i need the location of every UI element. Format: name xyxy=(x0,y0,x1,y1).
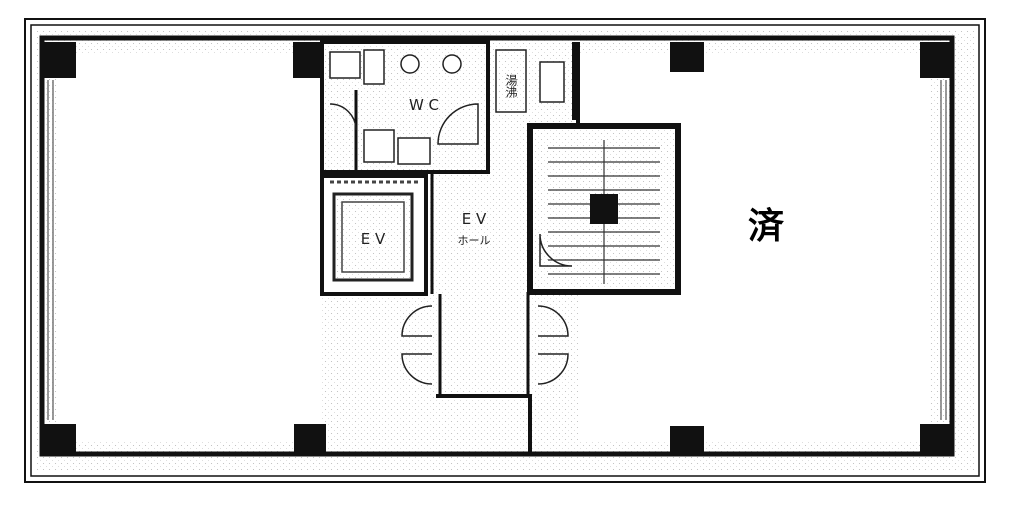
elevator-car xyxy=(332,192,414,282)
wc-fixture-4 xyxy=(397,137,431,165)
wc-toilet-2 xyxy=(442,54,462,74)
column-top-right xyxy=(920,42,952,78)
column-top-right-inner xyxy=(670,42,704,72)
window-right xyxy=(940,80,947,420)
elevator-label: E V xyxy=(361,230,386,248)
column-top-left xyxy=(42,42,76,78)
kitchen-room xyxy=(495,49,527,113)
elevator-cab xyxy=(341,201,405,273)
door-right-pair xyxy=(537,305,569,385)
wc-door-swing xyxy=(437,103,479,145)
stair-newel xyxy=(590,194,618,224)
wc-toilet-1 xyxy=(400,54,420,74)
wc-label: W C xyxy=(409,96,439,114)
floor-left xyxy=(58,55,320,440)
column-top-mid xyxy=(293,42,325,78)
wc-fixture-3 xyxy=(363,129,395,163)
outer-border xyxy=(24,18,986,483)
wc-fixture-1 xyxy=(329,51,361,79)
wc-door-swing-2 xyxy=(329,103,357,131)
ev-hall-label-top: E V xyxy=(462,210,487,228)
column-bottom-mid xyxy=(294,424,326,454)
ev-hall-label-bottom: ホール xyxy=(458,234,491,247)
status-label: 済 xyxy=(748,206,784,247)
door-left-pair xyxy=(401,305,433,385)
column-bottom-right-inner xyxy=(670,426,704,454)
outer-border-inner xyxy=(30,24,980,477)
column-bottom-left xyxy=(42,424,76,454)
stair-door-swing xyxy=(539,233,573,267)
wc-fixture-2 xyxy=(363,49,385,85)
exterior-wall xyxy=(39,35,955,457)
column-bottom-right xyxy=(920,424,952,454)
window-left xyxy=(47,80,54,420)
kitchen-label: 湯沸 xyxy=(504,74,518,99)
kitchen-sink xyxy=(539,61,565,103)
